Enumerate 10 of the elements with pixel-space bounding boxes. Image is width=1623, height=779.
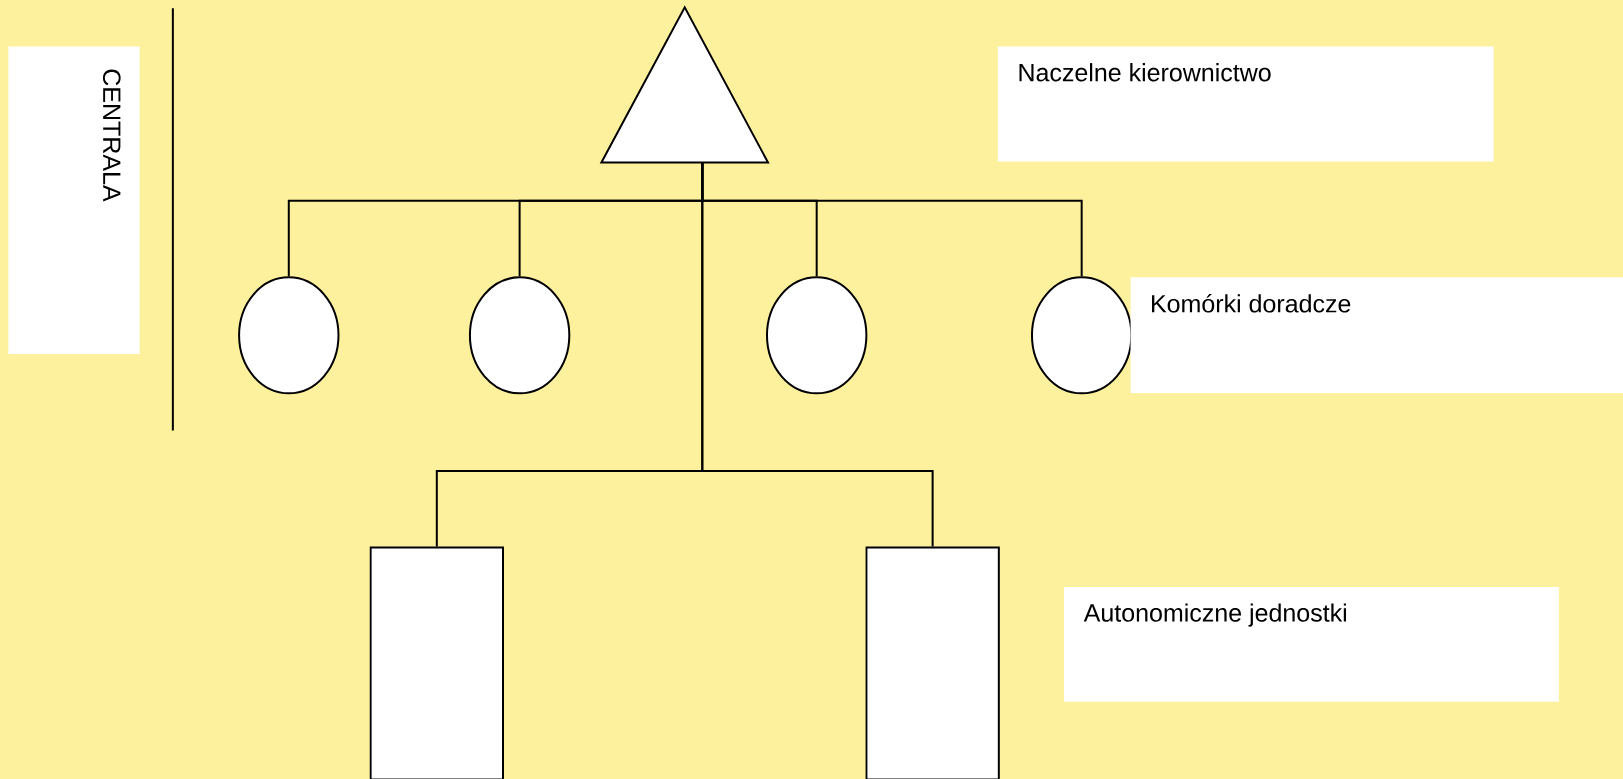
label-box: Naczelne kierownictwo	[997, 46, 1494, 162]
label-box: Autonomiczne jednostki	[1064, 586, 1559, 702]
label-box: CENTRALA	[8, 46, 140, 354]
ellipse-shape	[1030, 276, 1133, 395]
rectangle-shape	[865, 546, 1000, 779]
ellipse-shape	[766, 276, 868, 395]
ellipse-shape	[238, 276, 340, 395]
ellipse-shape	[468, 276, 571, 395]
connector-line	[701, 161, 934, 548]
rectangle-shape	[369, 546, 504, 779]
